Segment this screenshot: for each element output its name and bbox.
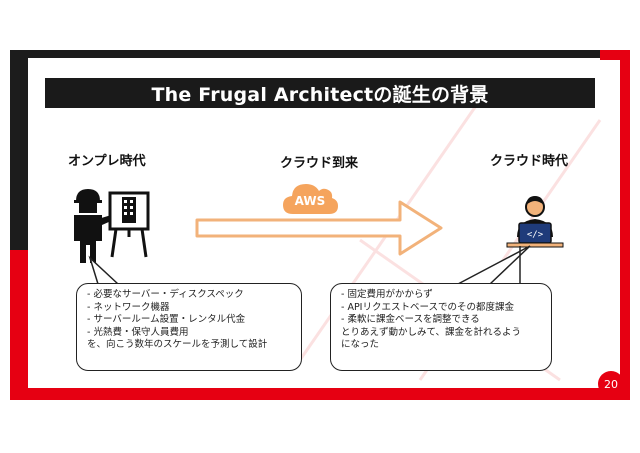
cloud-note: とりあえず動かしみて、課金を計れるよう xyxy=(341,326,522,338)
construction-worker-icon xyxy=(74,189,150,263)
svg-text:</>: </> xyxy=(527,230,544,240)
onprem-note: を、向こう数年のスケールを予測して設計 xyxy=(87,339,268,350)
cloud-item: - 固定費用がかからず xyxy=(341,289,433,300)
onprem-item: - ネットワーク機器 xyxy=(87,301,170,313)
onprem-era-label: オンプレ時代 xyxy=(68,154,146,169)
cloud-item: - APIリクエストベースでのその都度課金 xyxy=(341,301,515,313)
aws-cloud-icon xyxy=(283,184,338,214)
aws-badge-label: AWS xyxy=(294,194,326,208)
onprem-item: - 必要なサーバー・ディスクスペック xyxy=(87,289,244,300)
onprem-item: - サーバールーム設置・レンタル代金 xyxy=(87,314,246,325)
cloud-benefits-bubble: - 固定費用がかからず - APIリクエストベースでのその都度課金 - 柔軟に課… xyxy=(330,283,552,371)
cloud-note: になった xyxy=(341,339,380,350)
cloud-item: - 柔軟に課金ベースを調整できる xyxy=(341,314,480,325)
onprem-requirements-bubble: - 必要なサーバー・ディスクスペック - ネットワーク機器 - サーバールーム設… xyxy=(76,283,302,371)
transition-arrow-icon xyxy=(195,200,443,256)
cloud-arrival-label: クラウド到来 xyxy=(280,156,359,171)
cloud-era-label: クラウド時代 xyxy=(490,154,569,169)
onprem-item: - 光熱費・保守人員費用 xyxy=(87,326,189,338)
page-number-badge: 20 xyxy=(598,371,624,397)
developer-laptop-icon: </> xyxy=(506,196,564,248)
slide-title: The Frugal Architectの誕生の背景 xyxy=(45,78,595,108)
